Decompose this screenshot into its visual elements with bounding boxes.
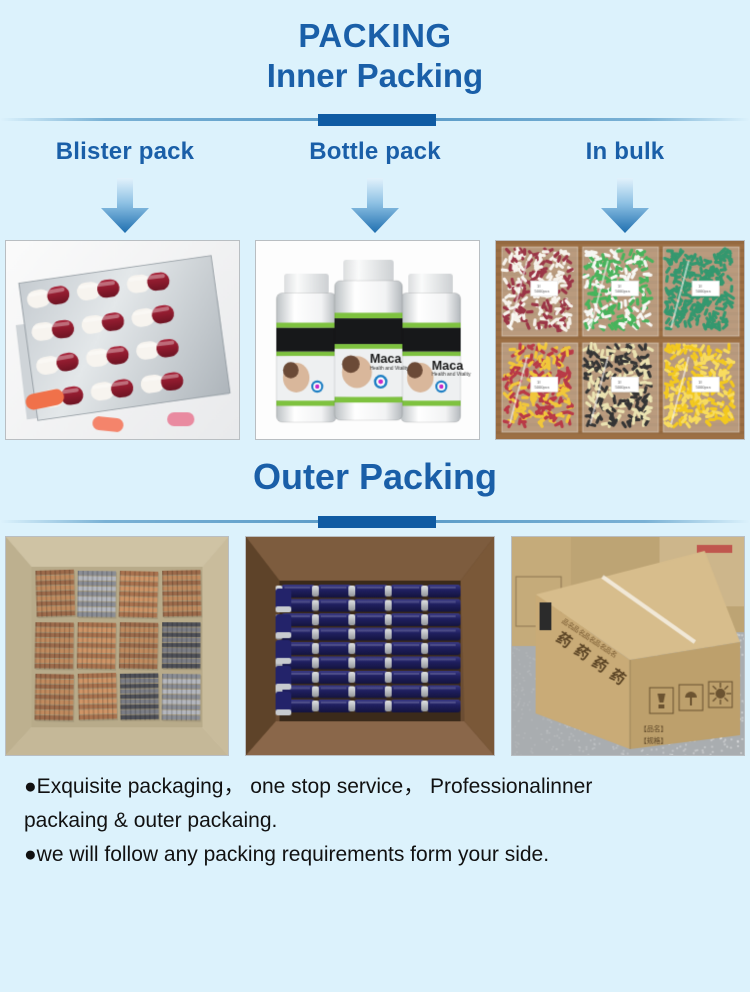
outer-packing-images: [0, 535, 750, 756]
down-arrow-icon: [351, 177, 399, 233]
header-divider: [0, 112, 750, 126]
page-eyebrow: PACKING: [298, 17, 452, 54]
column-bottle-pack: Bottle pack: [250, 138, 500, 234]
page-title: Inner Packing: [266, 56, 484, 94]
outer-packing-title: Outer Packing: [252, 455, 498, 497]
divider-accent-block: [318, 113, 436, 126]
carton-blisters-photo: [5, 535, 230, 756]
divider-accent-block: [318, 515, 436, 528]
packing-notes: ●Exquisite packaging， one stop service， …: [0, 756, 750, 872]
column-blister-pack: Blister pack: [0, 138, 250, 234]
down-arrow-icon: [601, 177, 649, 233]
blister-pack-photo: [5, 239, 241, 440]
in-bulk-photo: [495, 239, 745, 440]
note-line: ●Exquisite packaging， one stop service， …: [24, 774, 593, 798]
note-line: packaing & outer packaing.: [24, 808, 278, 832]
carton-bottles-photo: [245, 535, 495, 756]
page-header: PACKING Inner Packing: [0, 0, 750, 96]
inner-packing-images: [0, 239, 750, 440]
outer-packing-header: Outer Packing: [0, 440, 750, 498]
down-arrow-icon: [101, 177, 149, 233]
sealed-carton-photo: [510, 535, 745, 756]
column-label: In bulk: [585, 137, 665, 165]
note-line: ●we will follow any packing requirements…: [24, 842, 550, 866]
inner-packing-labels: Blister pack Bottle pack In bulk: [0, 138, 750, 234]
bottle-pack-photo: [255, 239, 481, 440]
outer-divider: [0, 514, 750, 528]
column-in-bulk: In bulk: [500, 138, 750, 234]
column-label: Bottle pack: [309, 137, 441, 165]
column-label: Blister pack: [55, 137, 195, 165]
